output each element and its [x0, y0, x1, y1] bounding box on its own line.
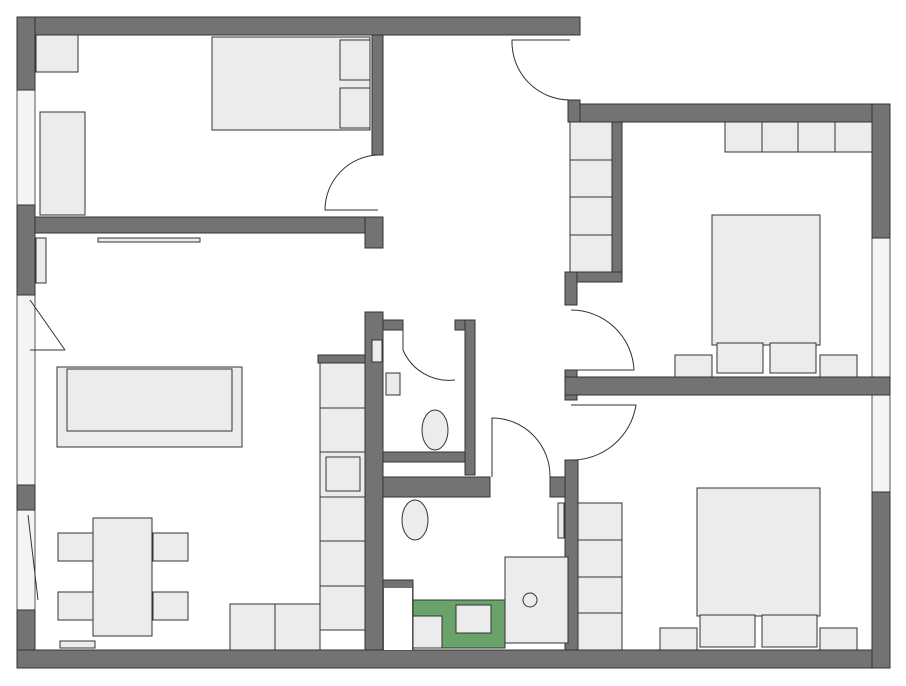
chair: [152, 532, 189, 562]
window: [871, 237, 891, 378]
door[interactable]: [324, 154, 379, 211]
walls: [16, 16, 891, 669]
window: [871, 394, 891, 493]
washing-machine: [412, 615, 443, 649]
nightstand: [659, 627, 698, 651]
cabinet: [35, 34, 79, 73]
towel-rail: [557, 502, 565, 539]
nightstand: [819, 354, 858, 378]
windows: [16, 89, 891, 611]
furniture: [35, 34, 873, 651]
pillow: [761, 614, 818, 648]
bed: [711, 214, 821, 346]
window: [16, 509, 36, 611]
window: [16, 294, 36, 486]
nightstand: [819, 627, 858, 651]
radiator: [59, 640, 96, 649]
radiator: [35, 237, 47, 284]
tv: [97, 237, 201, 243]
toilet: [421, 409, 449, 451]
pillow: [339, 87, 371, 129]
dining-table: [92, 517, 153, 637]
outlet: [371, 339, 383, 363]
door[interactable]: [570, 309, 635, 371]
washbasin: [455, 604, 492, 634]
door[interactable]: [491, 417, 551, 478]
pillow: [699, 614, 756, 648]
chair: [152, 591, 189, 621]
toilet: [401, 499, 429, 541]
chair: [57, 591, 94, 621]
chair: [57, 532, 94, 562]
doors: [27, 39, 637, 601]
window-sash: [29, 299, 66, 351]
sink: [385, 372, 401, 396]
nightstand: [674, 354, 713, 378]
single-bed: [39, 111, 86, 216]
pillow: [769, 342, 817, 374]
door[interactable]: [402, 325, 456, 381]
door[interactable]: [570, 404, 637, 461]
shower: [504, 556, 569, 644]
oven: [325, 456, 361, 492]
window: [16, 89, 36, 206]
window-sash: [27, 514, 39, 601]
door[interactable]: [511, 39, 571, 101]
pillow: [339, 39, 371, 81]
pillow: [716, 342, 764, 374]
bed: [696, 487, 821, 617]
